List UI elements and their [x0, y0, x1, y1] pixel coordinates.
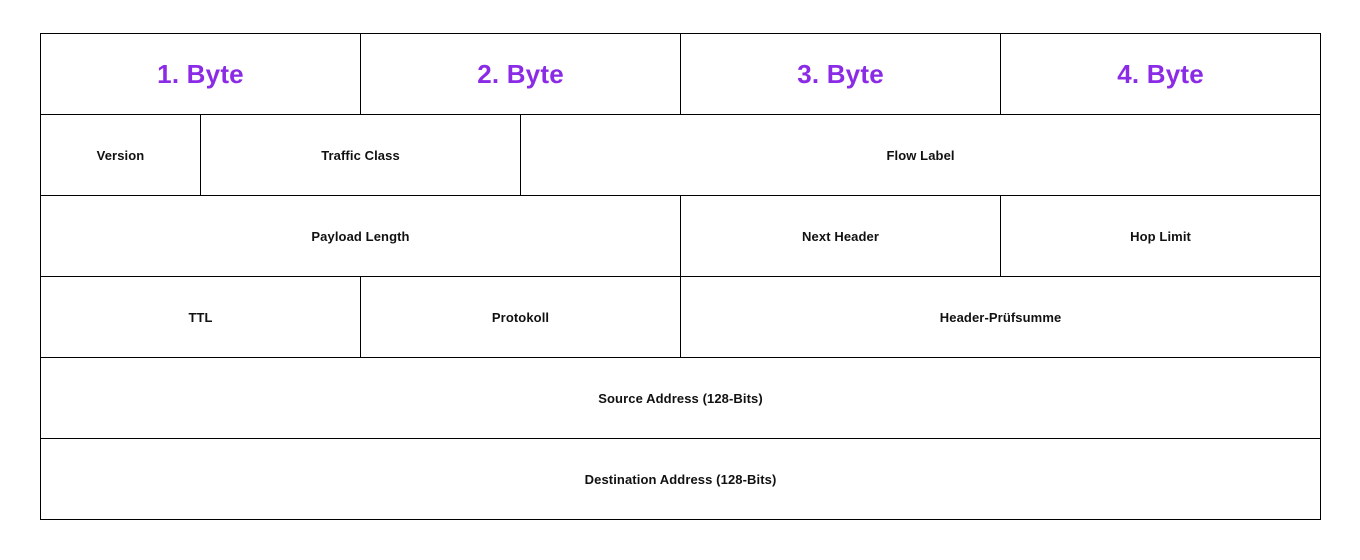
field-cell-source-address: Source Address (128-Bits)	[39, 357, 1322, 439]
field-row-payload-nextheader-hoplimit: Payload Length Next Header Hop Limit	[39, 195, 1322, 277]
byte-header-cell-2: 2. Byte	[360, 33, 682, 115]
field-cell-header-pruefsumme: Header-Prüfsumme	[680, 276, 1322, 358]
field-cell-ttl: TTL	[39, 276, 362, 358]
field-cell-hop-limit: Hop Limit	[1000, 195, 1322, 277]
field-cell-payload-length: Payload Length	[39, 195, 682, 277]
byte-header-cell-1: 1. Byte	[39, 33, 362, 115]
field-cell-destination-address: Destination Address (128-Bits)	[39, 438, 1322, 520]
byte-header-cell-3: 3. Byte	[680, 33, 1002, 115]
field-row-ttl-protokoll-pruefsumme: TTL Protokoll Header-Prüfsumme	[39, 276, 1322, 358]
field-cell-flow-label: Flow Label	[520, 114, 1322, 196]
packet-header-table: 1. Byte 2. Byte 3. Byte 4. Byte Version …	[39, 33, 1322, 520]
byte-header-row: 1. Byte 2. Byte 3. Byte 4. Byte	[39, 33, 1322, 115]
field-row-version-traffic-flow: Version Traffic Class Flow Label	[40, 114, 1322, 196]
field-cell-protokoll: Protokoll	[360, 276, 682, 358]
field-row-destination-address: Destination Address (128-Bits)	[39, 438, 1322, 520]
field-cell-traffic-class: Traffic Class	[199, 114, 522, 196]
byte-header-cell-4: 4. Byte	[1000, 33, 1322, 115]
field-row-source-address: Source Address (128-Bits)	[39, 357, 1322, 439]
field-cell-next-header: Next Header	[680, 195, 1002, 277]
field-cell-version: Version	[40, 114, 201, 196]
